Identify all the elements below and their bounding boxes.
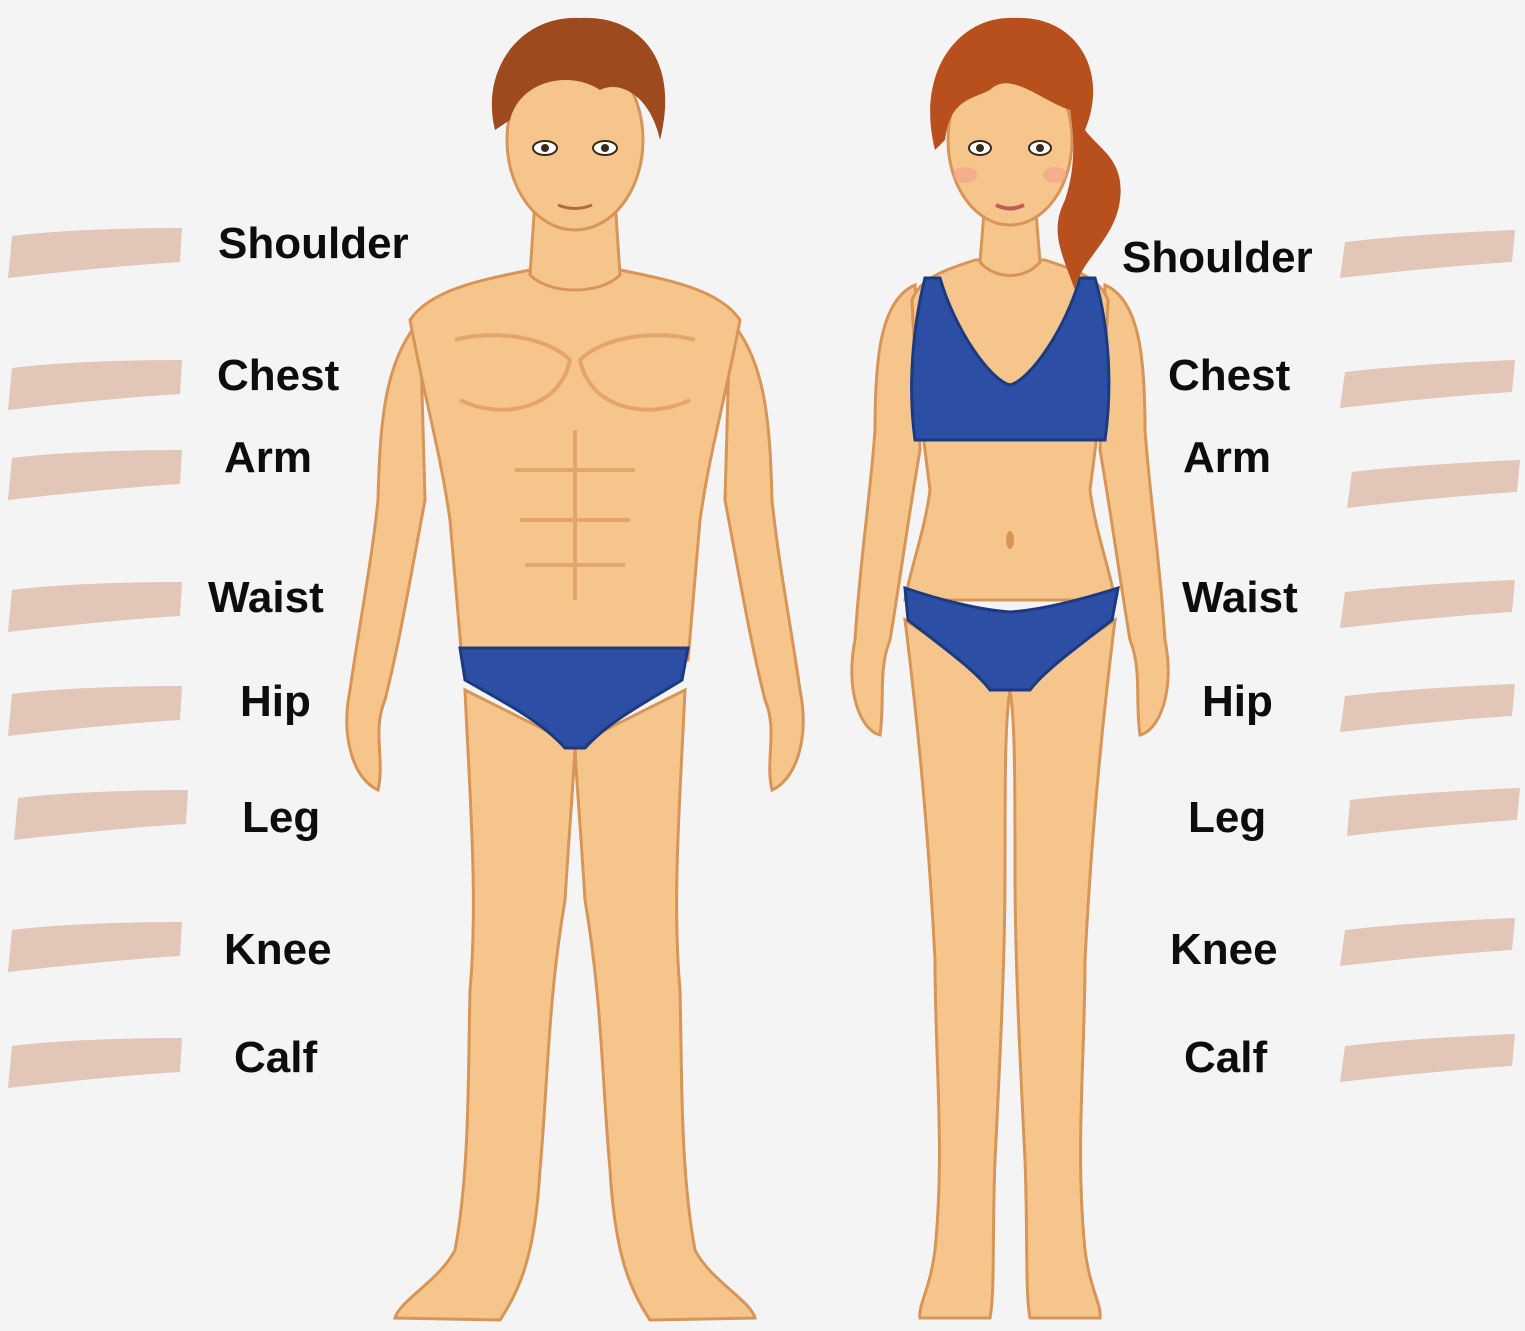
female-label-knee: Knee (1170, 928, 1278, 972)
stroke-left-shoulder (8, 228, 182, 278)
male-label-leg: Leg (242, 796, 320, 840)
stroke-left-chest (8, 360, 182, 410)
stroke-right-knee (1340, 918, 1515, 966)
stroke-right-chest (1340, 360, 1515, 408)
stroke-right-leg (1347, 788, 1520, 836)
stroke-left-leg (14, 790, 188, 840)
stroke-right-hip (1340, 684, 1515, 732)
male-label-waist: Waist (208, 576, 324, 620)
stroke-right-shoulder (1340, 230, 1515, 278)
right-measurement-strokes (1340, 230, 1520, 1082)
stroke-right-waist (1340, 580, 1515, 628)
female-label-chest: Chest (1168, 354, 1290, 398)
male-right-arm (725, 320, 803, 790)
male-right-leg (575, 690, 755, 1320)
stroke-left-calf (8, 1038, 182, 1088)
female-label-calf: Calf (1184, 1036, 1267, 1080)
male-left-leg (395, 690, 575, 1320)
stroke-left-waist (8, 582, 182, 632)
female-label-waist: Waist (1182, 576, 1298, 620)
female-label-hip: Hip (1202, 680, 1273, 724)
stroke-right-calf (1340, 1034, 1515, 1082)
male-figure (347, 18, 803, 1320)
female-label-arm: Arm (1183, 436, 1271, 480)
male-left-arm (347, 320, 425, 790)
stroke-left-hip (8, 686, 182, 736)
female-label-leg: Leg (1188, 796, 1266, 840)
male-label-chest: Chest (217, 354, 339, 398)
female-label-shoulder: Shoulder (1122, 236, 1313, 280)
male-label-arm: Arm (224, 436, 312, 480)
male-label-knee: Knee (224, 928, 332, 972)
stroke-left-knee (8, 922, 182, 972)
left-measurement-strokes (8, 228, 188, 1088)
stroke-right-arm (1347, 460, 1520, 508)
male-label-calf: Calf (234, 1036, 317, 1080)
male-label-hip: Hip (240, 680, 311, 724)
stroke-left-arm (8, 450, 182, 500)
female-right-leg (1010, 620, 1115, 1318)
female-left-leg (905, 620, 1010, 1318)
male-label-shoulder: Shoulder (218, 222, 409, 266)
female-figure (852, 18, 1168, 1318)
